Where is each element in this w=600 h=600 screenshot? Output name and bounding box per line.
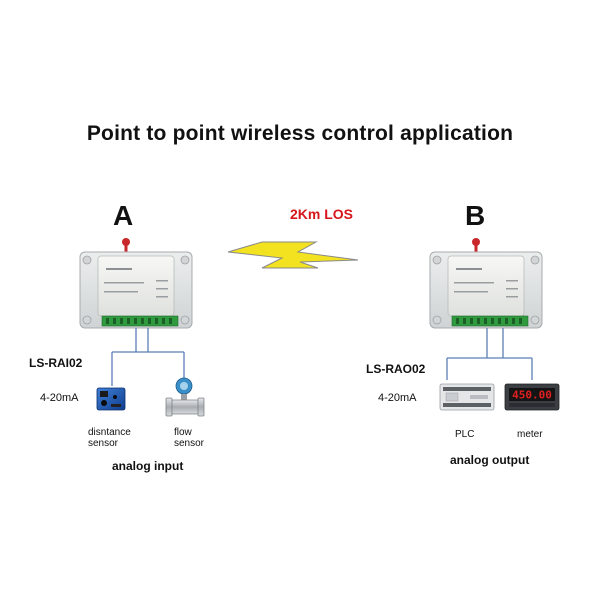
analog-input-caption: analog input xyxy=(112,459,184,473)
plc-icon xyxy=(439,383,495,411)
model-label-a: LS-RAI02 xyxy=(29,356,83,370)
distance-sensor-label: disntance sensor xyxy=(88,427,131,449)
rtu-module-a xyxy=(79,238,193,329)
current-label-b: 4-20mA xyxy=(378,392,417,404)
model-label-b: LS-RAO02 xyxy=(366,362,426,376)
analog-output-caption: analog output xyxy=(450,453,530,467)
site-a-letter: A xyxy=(113,200,134,231)
link-distance-label: 2Km LOS xyxy=(290,206,354,222)
wiring-a xyxy=(111,328,185,386)
plc-label: PLC xyxy=(455,429,475,440)
current-label-a: 4-20mA xyxy=(40,392,79,404)
wireless-bolt-icon xyxy=(227,241,359,269)
flow-sensor-icon xyxy=(165,377,205,417)
meter-icon xyxy=(504,383,560,411)
wiring-b xyxy=(446,328,533,380)
page-title: Point to point wireless control applicat… xyxy=(86,122,514,145)
distance-sensor-icon xyxy=(96,387,126,411)
site-b-letter: B xyxy=(465,200,486,231)
rtu-module-b xyxy=(429,238,543,329)
flow-sensor-label: flow sensor xyxy=(174,427,205,449)
meter-label: meter xyxy=(517,429,543,440)
meter-display: 450.00 xyxy=(512,389,552,402)
